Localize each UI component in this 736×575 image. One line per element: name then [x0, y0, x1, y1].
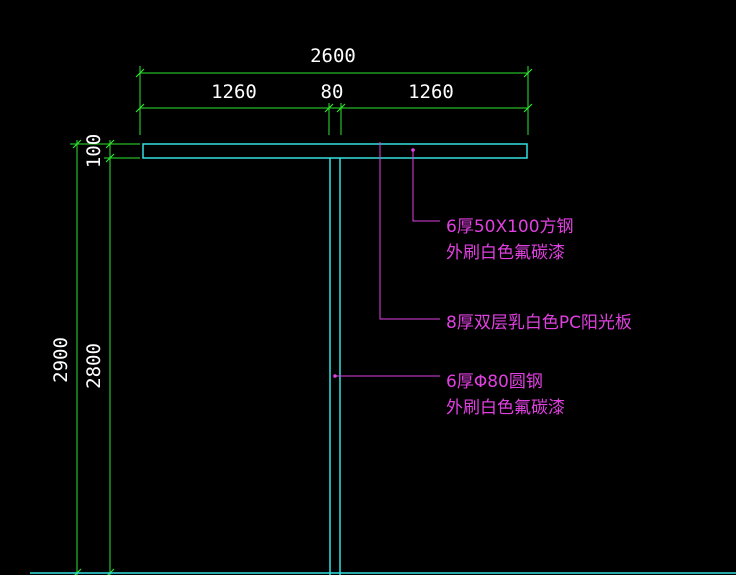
note-round-post-line2: 外刷白色氟碳漆	[446, 398, 565, 418]
dim-label-left-span: 1260	[211, 81, 257, 103]
note-round-post-line1: 6厚Φ80圆钢	[446, 372, 543, 392]
annotation-steel-beam: 6厚50X100方钢 外刷白色氟碳漆	[411, 148, 574, 263]
dim-label-right-span: 1260	[408, 81, 454, 103]
dim-label-beam-height: 100	[83, 134, 105, 168]
dim-label-total-height: 2900	[50, 337, 72, 383]
dim-label-post-height: 2800	[83, 343, 105, 389]
note-steel-beam-line1: 6厚50X100方钢	[446, 217, 574, 237]
canopy-beam	[142, 143, 528, 159]
dimension-chain-height: 100 2800	[83, 134, 140, 575]
dim-label-post-width: 80	[321, 81, 344, 103]
canopy-structure	[30, 143, 736, 575]
dimension-total-width: 2600	[135, 45, 533, 135]
dim-label-total-width: 2600	[310, 45, 356, 67]
note-pc-panel: 8厚双层乳白色PC阳光板	[446, 313, 632, 333]
annotation-pc-panel: 8厚双层乳白色PC阳光板	[379, 142, 632, 333]
note-steel-beam-line2: 外刷白色氟碳漆	[446, 243, 565, 263]
annotation-round-post: 6厚Φ80圆钢 外刷白色氟碳漆	[333, 372, 565, 418]
dimension-total-height: 2900	[50, 139, 140, 575]
dimension-chain-width: 1260 80 1260	[135, 81, 533, 135]
